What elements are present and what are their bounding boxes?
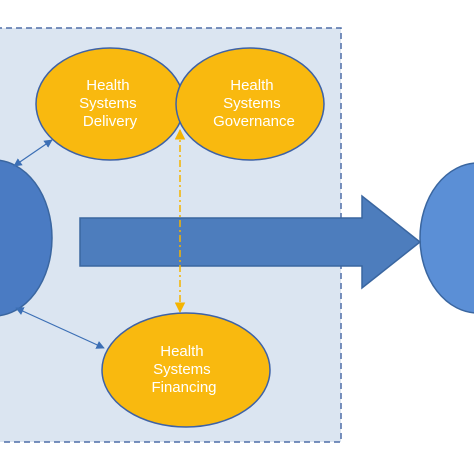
node-delivery-line-1: Health (86, 77, 129, 94)
right-circle (419, 162, 474, 314)
left-circle (0, 159, 53, 317)
node-governance: Health Systems Governance (175, 47, 325, 161)
node-governance-line-2: Systems (223, 95, 281, 112)
node-delivery-line-3: Delivery (83, 113, 138, 130)
node-governance-shape (175, 47, 325, 161)
node-financing-shape (101, 312, 271, 428)
node-financing-line-1: Health (160, 343, 203, 360)
node-financing-line-3: Financing (151, 379, 216, 396)
connector-financing (15, 307, 105, 349)
node-governance-line-3: Governance (213, 113, 295, 130)
node-delivery: Health Systems Delivery (35, 47, 185, 161)
node-financing: Health Systems Financing (101, 312, 271, 428)
connector-delivery (13, 139, 53, 167)
node-financing-label: Health Systems Financing (151, 343, 216, 396)
node-delivery-label: Health Systems Delivery (79, 77, 141, 130)
node-governance-line-1: Health (230, 77, 273, 94)
node-governance-label: Health Systems Governance (213, 77, 295, 130)
node-delivery-line-2: Systems (79, 95, 137, 112)
node-financing-line-2: Systems (153, 361, 211, 378)
flow-arrow (79, 194, 422, 290)
